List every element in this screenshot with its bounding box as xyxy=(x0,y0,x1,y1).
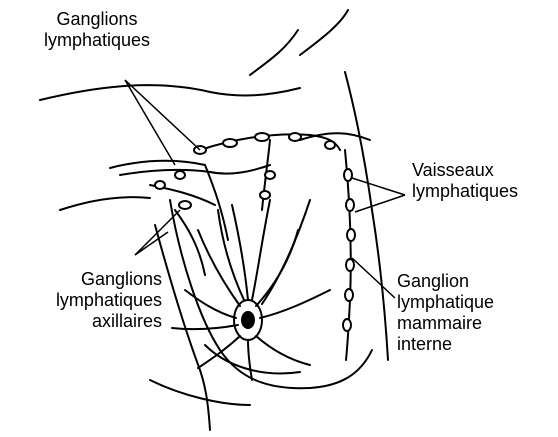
clavicle-line xyxy=(40,85,300,100)
label-line: Vaisseaux xyxy=(412,160,518,181)
label-line: lymphatiques xyxy=(14,290,162,311)
label-vaisseaux-lymphatiques: Vaisseaux lymphatiques xyxy=(412,160,518,202)
label-ganglion-mammaire-interne: Ganglion lymphatique mammaire interne xyxy=(397,271,494,355)
label-line: lymphatiques xyxy=(44,30,150,51)
label-line: Ganglions xyxy=(44,9,150,30)
label-ganglions-axillaires: Ganglions lymphatiques axillaires xyxy=(14,269,162,332)
label-line: Ganglions xyxy=(14,269,162,290)
label-line: axillaires xyxy=(14,311,162,332)
breast-outline xyxy=(170,200,372,388)
label-line: lymphatiques xyxy=(412,181,518,202)
label-line: mammaire xyxy=(397,313,494,334)
label-line: interne xyxy=(397,334,494,355)
nipple xyxy=(242,312,254,328)
label-line: Ganglion xyxy=(397,271,494,292)
neck-shoulder-line xyxy=(250,10,348,75)
label-ganglions-lymphatiques-top: Ganglions lymphatiques xyxy=(44,9,150,51)
arm-pit-line xyxy=(110,161,205,168)
upper-chest-line xyxy=(60,197,150,210)
torso-right-edge xyxy=(345,72,388,360)
lower-fold xyxy=(150,380,250,405)
label-line: lymphatique xyxy=(397,292,494,313)
